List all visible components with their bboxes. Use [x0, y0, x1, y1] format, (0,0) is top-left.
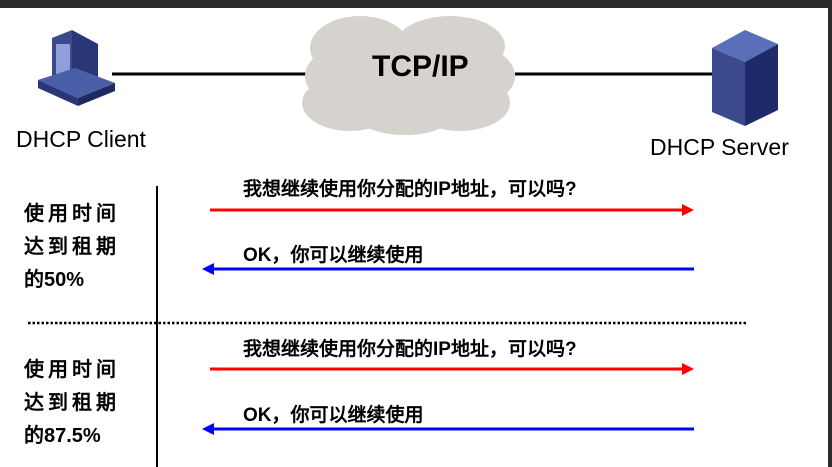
reply-message-1: OK，你可以继续使用 [243, 245, 424, 266]
reply-message-2: OK，你可以继续使用 [243, 405, 424, 426]
request-message-1: 我想继续使用你分配的IP地址，可以吗? [243, 179, 577, 200]
arrow-request-2 [210, 363, 694, 375]
phase-label-87-5: 使用时间 达到租期 的87.5% [24, 354, 120, 453]
phase-line: 的87.5% [24, 425, 101, 447]
computer-icon [38, 30, 115, 106]
phase-line: 的50% [24, 269, 85, 291]
dhcp-renewal-diagram: TCP/IP DHCP Client DHCP Server 使用时间 达到租期… [0, 8, 828, 467]
cloud-icon [302, 16, 515, 135]
arrow-request-1 [210, 204, 694, 216]
client-label: DHCP Client [16, 126, 146, 152]
arrow-reply-1 [202, 263, 694, 275]
phase-label-50: 使用时间 达到租期 的50% [24, 198, 120, 297]
arrow-reply-2 [202, 423, 694, 435]
phase-line: 达到租期 [24, 236, 120, 258]
server-icon [712, 30, 778, 126]
phase-line: 使用时间 [24, 203, 120, 225]
phase-line: 达到租期 [24, 392, 120, 414]
phase-line: 使用时间 [24, 359, 120, 381]
server-label: DHCP Server [650, 134, 789, 160]
diagram-graphics [28, 16, 778, 467]
request-message-2: 我想继续使用你分配的IP地址，可以吗? [243, 339, 577, 360]
cloud-label: TCP/IP [372, 50, 469, 83]
